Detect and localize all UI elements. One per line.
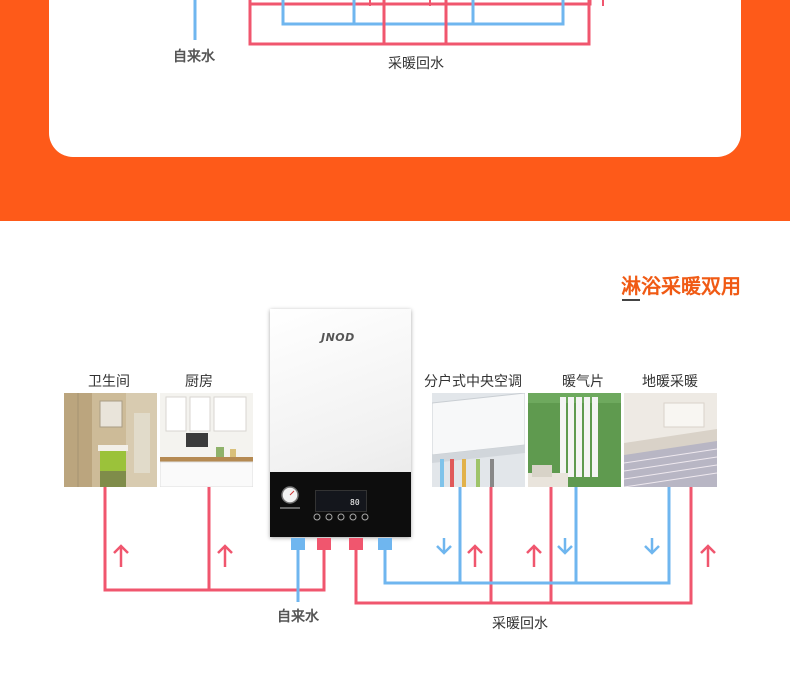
top-blue-loop — [281, 0, 565, 26]
room-label-floor-heating: 地暖采暖 — [642, 374, 698, 390]
heating-return-pipe — [383, 487, 671, 585]
room-label-radiator: 暖气片 — [562, 374, 604, 390]
top-pipe-lines — [193, 0, 604, 46]
room-label-bathroom: 卫生间 — [88, 374, 130, 390]
section-heading: 淋浴采暖双用 — [621, 274, 741, 298]
pressure-gauge-icon — [280, 486, 300, 509]
hot-water-pipe — [103, 487, 326, 592]
control-button-icon[interactable] — [361, 513, 369, 521]
bathroom-image — [64, 393, 157, 487]
heading-underline — [622, 299, 640, 301]
room-label-central-ac: 分户式中央空调 — [424, 374, 522, 390]
central-ac-image — [432, 393, 525, 487]
bottom-pipe-diagram — [103, 487, 716, 605]
heating-supply-pipe — [354, 487, 693, 605]
bottom-inlet-label: 自来水 — [277, 609, 319, 625]
heater-heating-return — [378, 538, 392, 550]
control-button-icon[interactable] — [337, 513, 345, 521]
control-buttons — [313, 513, 369, 521]
control-button-icon[interactable] — [349, 513, 357, 521]
floor-heating-image — [624, 393, 717, 487]
top-return-label: 采暖回水 — [388, 56, 444, 72]
digital-display — [315, 490, 367, 512]
heater-cold-inlet — [291, 538, 305, 550]
bottom-return-label: 采暖回水 — [492, 616, 548, 632]
control-button-icon[interactable] — [325, 513, 333, 521]
top-return-loop — [248, 0, 591, 46]
heater-hot-outlet — [317, 538, 331, 550]
top-inlet-label: 自来水 — [173, 49, 215, 65]
control-button-icon[interactable] — [313, 513, 321, 521]
kitchen-image — [160, 393, 253, 487]
heater-heating-outlet — [349, 538, 363, 550]
brand-logo: JNOD — [321, 331, 355, 344]
radiator-image — [528, 393, 621, 487]
display-value: 80 — [350, 498, 360, 507]
room-label-kitchen: 厨房 — [185, 374, 213, 390]
top-diagram-card — [49, 0, 741, 157]
